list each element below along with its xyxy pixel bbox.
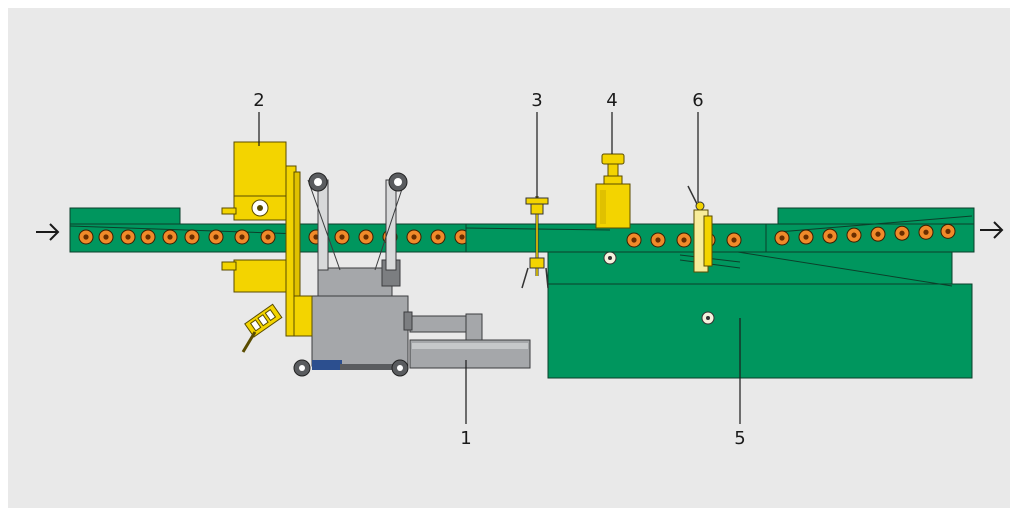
wheel-icon — [299, 365, 305, 371]
leader-lines — [258, 112, 741, 424]
roller-hub — [435, 234, 441, 240]
roller-hub — [851, 232, 857, 238]
label-5: 5 — [734, 428, 745, 449]
roller-hub — [313, 234, 319, 240]
roller-hub — [803, 234, 809, 240]
label-2: 2 — [253, 90, 264, 111]
roller-hub — [145, 234, 151, 240]
unit-6-device — [687, 185, 713, 273]
roller-hub — [731, 237, 737, 243]
roller-hub — [125, 234, 131, 240]
unit-1-machine — [293, 172, 531, 377]
outfeed-conveyor — [465, 207, 975, 269]
unit-5-machine-body — [547, 235, 973, 379]
roller-hub — [339, 234, 345, 240]
label-1: 1 — [460, 428, 471, 449]
roller-hub — [681, 237, 687, 243]
roller-hub — [631, 237, 637, 243]
roller-hub — [363, 234, 369, 240]
pulley-icon — [314, 178, 322, 186]
unit-4-device — [595, 153, 631, 229]
out-arrow-icon — [980, 221, 1004, 239]
roller-hub — [411, 234, 417, 240]
roller-hub — [265, 234, 271, 240]
roller-hub — [213, 234, 219, 240]
roller-hub — [899, 230, 905, 236]
pulley-icon — [394, 178, 402, 186]
roller-hub — [239, 234, 245, 240]
roller-hub — [167, 234, 173, 240]
in-arrow-icon — [36, 223, 60, 241]
roller-hub — [945, 228, 951, 234]
roller-hub — [83, 234, 89, 240]
label-3: 3 — [531, 90, 542, 111]
wheel-icon — [397, 365, 403, 371]
roller-hub — [459, 234, 465, 240]
roller-hub — [923, 229, 929, 235]
label-6: 6 — [692, 90, 703, 111]
roller-hub — [189, 234, 195, 240]
outfeed-rollers — [626, 223, 956, 248]
roller-hub — [779, 235, 785, 241]
label-4: 4 — [606, 90, 617, 111]
roller-hub — [655, 237, 661, 243]
roller-hub — [827, 233, 833, 239]
roller-hub — [103, 234, 109, 240]
roller-hub — [875, 231, 881, 237]
unit-2-machine — [221, 141, 313, 353]
